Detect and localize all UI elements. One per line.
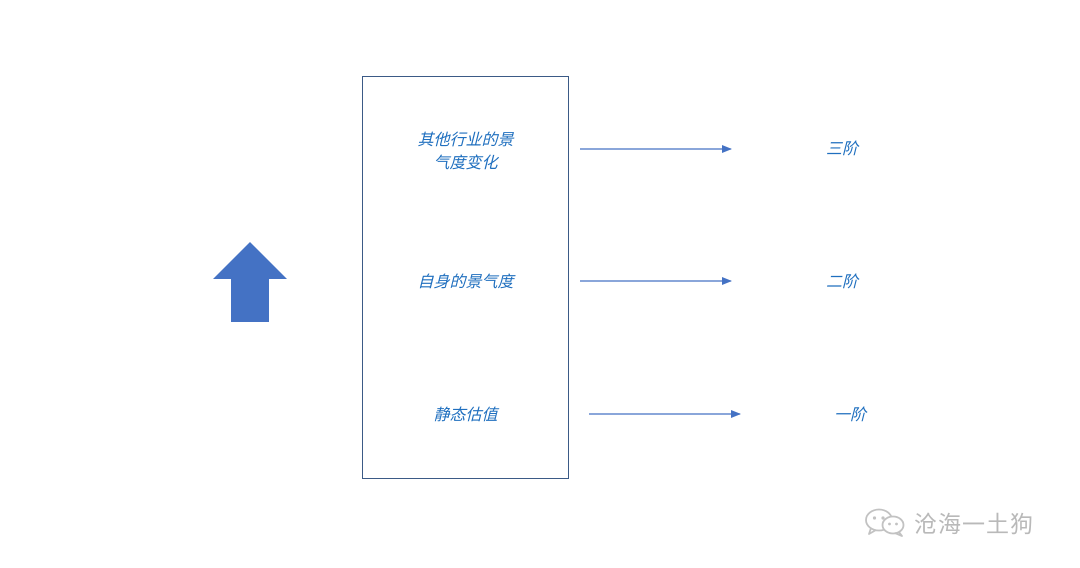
order-label: 二阶 bbox=[826, 272, 859, 291]
factor-box: 其他行业的景气度变化 自身的景气度 静态估值 bbox=[362, 76, 569, 479]
order-label: 一阶 bbox=[834, 405, 867, 424]
box-item-label: 自身的景气度 bbox=[417, 272, 514, 291]
wechat-icon bbox=[865, 508, 905, 537]
order-label: 三阶 bbox=[826, 139, 859, 158]
watermark-text: 沧海一土狗 bbox=[914, 512, 1034, 538]
up-arrow-icon bbox=[213, 242, 287, 322]
box-item-label: 静态估值 bbox=[433, 405, 498, 424]
watermark: 沧海一土狗 bbox=[864, 506, 1034, 538]
box-item-label: 其他行业的景气度变化 bbox=[417, 130, 514, 172]
